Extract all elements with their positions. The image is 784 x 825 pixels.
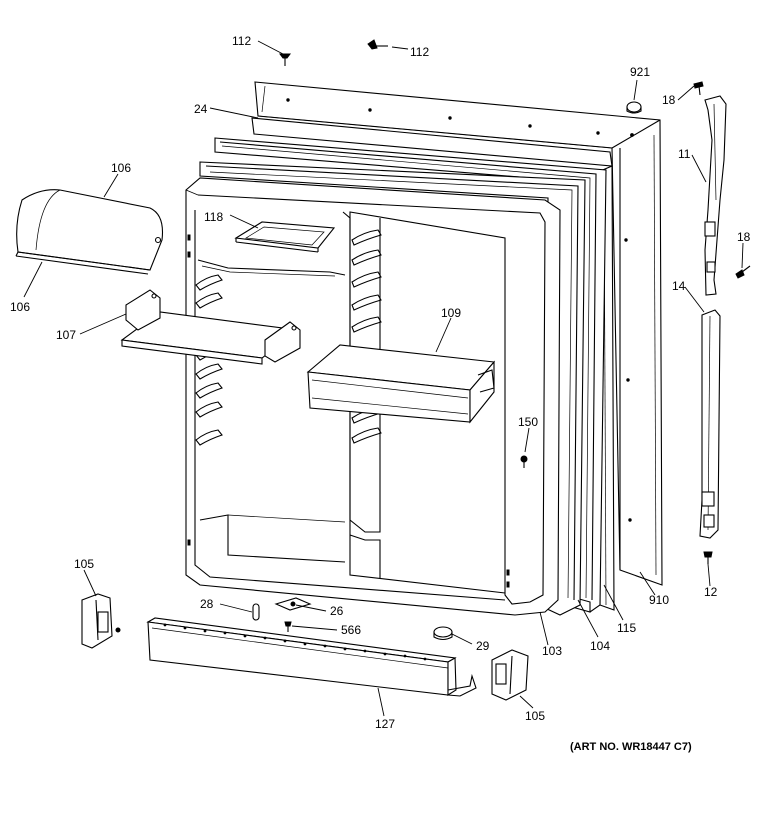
label-103: 103 xyxy=(542,644,562,658)
left-shelf-slots xyxy=(195,274,223,446)
label-109: 109 xyxy=(441,306,461,320)
top-hinge xyxy=(704,95,727,296)
label-105-right: 105 xyxy=(525,709,545,723)
bottom-trim xyxy=(146,617,477,697)
egg-tray xyxy=(234,221,336,253)
hinge-screw-bottom xyxy=(703,551,713,564)
screw-hinge-top xyxy=(693,81,704,96)
label-921: 921 xyxy=(630,65,650,79)
bracket-right xyxy=(491,649,529,701)
screw-top-right xyxy=(367,39,388,50)
label-106-bottom: 106 xyxy=(10,300,30,314)
label-118: 118 xyxy=(204,210,223,224)
label-104: 104 xyxy=(590,639,610,653)
door-shelf-small xyxy=(120,289,301,365)
bumper xyxy=(433,626,453,641)
label-107: 107 xyxy=(56,328,76,342)
label-28: 28 xyxy=(200,597,214,611)
art-number: (ART NO. WR18447 C7) xyxy=(570,741,692,753)
plug xyxy=(626,101,642,114)
leader-lines xyxy=(23,40,744,717)
label-18-right: 18 xyxy=(737,230,751,244)
label-105-left: 105 xyxy=(74,557,94,571)
pin xyxy=(252,603,260,621)
label-115: 115 xyxy=(617,621,636,635)
stop-screw xyxy=(520,455,528,468)
bottom-hinge xyxy=(699,309,721,539)
door-bin xyxy=(306,344,496,424)
label-127: 127 xyxy=(375,717,395,731)
screw-top-left xyxy=(279,53,291,66)
plate xyxy=(274,597,312,611)
screw-hinge-right xyxy=(735,265,751,279)
label-14: 14 xyxy=(672,279,686,293)
door-outer-panel xyxy=(254,81,663,586)
screw-plate xyxy=(284,621,292,632)
label-910: 910 xyxy=(649,593,669,607)
label-112-left: 112 xyxy=(232,34,251,48)
label-106-top: 106 xyxy=(111,161,131,175)
label-11: 11 xyxy=(678,147,691,161)
dairy-door xyxy=(15,189,164,275)
label-29: 29 xyxy=(476,639,490,653)
label-150: 150 xyxy=(518,415,538,429)
center-shelf-slots xyxy=(351,229,382,444)
part-labels: 112 112 921 24 18 11 18 106 106 118 107 … xyxy=(10,34,751,753)
label-26: 26 xyxy=(330,604,344,618)
label-112-right: 112 xyxy=(410,45,429,59)
label-18-top: 18 xyxy=(662,93,676,107)
trim-holes xyxy=(163,623,427,661)
label-566: 566 xyxy=(341,623,361,637)
label-12: 12 xyxy=(704,585,718,599)
bracket-left xyxy=(81,593,121,649)
label-24: 24 xyxy=(194,102,208,116)
